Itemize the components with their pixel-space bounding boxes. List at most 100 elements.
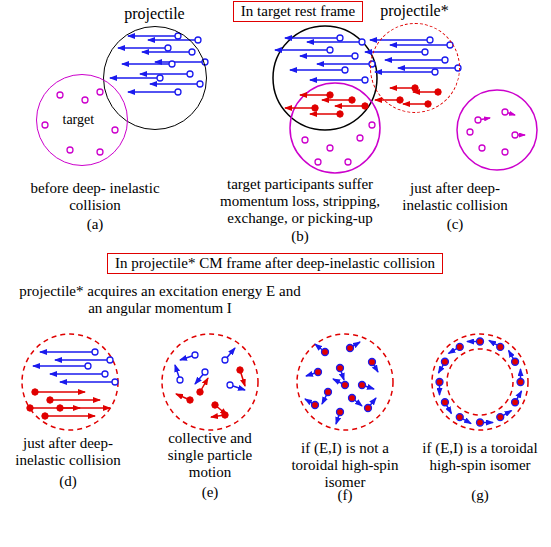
circle-label: projectile	[124, 6, 184, 22]
nucleon	[315, 159, 321, 165]
frame-title: In projectile* CM frame after deep-inela…	[107, 253, 443, 274]
nucleon	[342, 382, 349, 389]
momentum-arrow	[375, 71, 435, 73]
nucleon	[202, 369, 208, 375]
nucleon	[169, 61, 175, 67]
momentum-arrow	[307, 41, 362, 43]
momentum-arrow	[155, 61, 205, 63]
nucleon	[157, 75, 163, 81]
nucleon	[222, 357, 228, 363]
nucleon	[85, 363, 91, 369]
nucleon	[512, 132, 518, 138]
projectile-circle	[22, 334, 118, 430]
nucleon	[362, 103, 368, 109]
momentum-arrow	[122, 63, 172, 65]
momentum-arrow	[300, 55, 355, 57]
caption-text: projectile* acquires an excitation energ…	[13, 283, 308, 317]
nucleon	[212, 402, 218, 408]
momentum-arrow	[60, 381, 115, 383]
nucleon	[497, 414, 504, 421]
frame-title: In target rest frame	[233, 1, 363, 22]
nucleon	[82, 97, 88, 103]
nucleon	[432, 69, 438, 75]
nucleon	[345, 159, 351, 165]
circle-label: projectile*	[380, 3, 448, 19]
nucleon	[342, 67, 348, 73]
panel-letter: (a)	[75, 216, 115, 233]
caption-text: if (E,I) is a toroidal high-spin isomer	[418, 440, 543, 474]
panel-letter: (c)	[435, 216, 475, 233]
caption-text: before deep- inelastic collision	[25, 180, 165, 214]
momentum-arrow	[128, 91, 178, 93]
momentum-arrow	[290, 69, 345, 71]
nucleon	[202, 59, 208, 65]
momentum-arrow	[275, 49, 330, 51]
nucleon	[195, 37, 201, 43]
momentum-arrow	[390, 87, 415, 89]
caption-text: just after deep- inelastic collision	[390, 180, 520, 214]
nucleon	[441, 399, 448, 406]
nucleon	[422, 49, 428, 55]
nucleon	[442, 57, 448, 63]
target-circle: target	[36, 74, 128, 166]
nucleon	[107, 357, 113, 363]
nucleon	[502, 149, 508, 155]
nucleon	[447, 42, 453, 48]
nucleon	[27, 405, 33, 411]
nucleon	[165, 45, 171, 51]
projectile-circle	[297, 334, 393, 430]
momentum-arrow	[35, 391, 85, 393]
nucleon	[512, 358, 519, 365]
circle-label: target	[63, 113, 95, 127]
panel-letter: (e)	[190, 484, 230, 501]
nucleon	[189, 49, 195, 55]
nucleon	[197, 81, 203, 87]
nucleon	[456, 414, 463, 421]
nucleon	[502, 109, 508, 115]
momentum-arrow	[317, 63, 372, 65]
nucleon	[352, 53, 358, 59]
momentum-arrow	[385, 59, 445, 61]
nucleon	[192, 352, 198, 358]
momentum-arrow	[413, 91, 438, 93]
nucleon	[327, 145, 333, 151]
nucleon	[337, 111, 343, 117]
momentum-arrow	[142, 51, 192, 53]
momentum-arrow	[370, 39, 430, 41]
nucleon	[467, 129, 473, 135]
momentum-arrow	[365, 51, 425, 53]
projectile-circle: projectile	[103, 26, 207, 130]
momentum-arrow	[375, 99, 400, 101]
nucleon	[425, 101, 431, 107]
nucleon	[365, 405, 372, 412]
momentum-arrow	[285, 37, 340, 39]
momentum-arrow	[310, 113, 340, 115]
nucleon	[315, 369, 322, 376]
nucleon	[97, 149, 103, 155]
nucleon	[327, 92, 333, 98]
nucleon	[97, 89, 103, 95]
caption-text: just after deep- inelastic collision	[3, 435, 133, 469]
momentum-arrow	[128, 35, 178, 37]
nucleon	[362, 77, 368, 83]
panel-letter: (d)	[48, 473, 88, 490]
nucleon	[441, 358, 448, 365]
nucleon	[349, 395, 356, 402]
momentum-arrow	[322, 99, 352, 101]
torus-outer-circle	[432, 334, 528, 430]
nucleon	[57, 405, 63, 411]
caption-text: target participants suffer momentum loss…	[209, 176, 391, 227]
projectile-circle: projectile*	[370, 23, 460, 113]
nucleon	[412, 85, 418, 91]
nucleon	[112, 127, 118, 133]
panel-letter: (f)	[325, 487, 365, 504]
nucleon	[42, 122, 48, 128]
momentum-arrow	[50, 373, 105, 375]
nucleon	[67, 147, 73, 153]
momentum-arrow	[148, 39, 198, 41]
nucleon	[359, 39, 365, 45]
nucleon	[475, 117, 481, 123]
nucleon	[436, 379, 443, 386]
nucleon	[222, 412, 228, 418]
panel-letter: (b)	[280, 228, 320, 245]
